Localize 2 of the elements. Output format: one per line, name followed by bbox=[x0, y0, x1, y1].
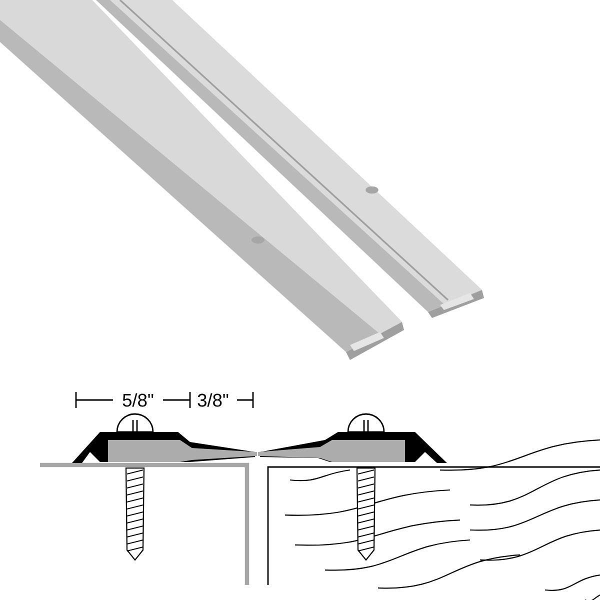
dimension-text: 3/8" bbox=[198, 393, 228, 407]
dimension-text: 5/8" bbox=[122, 393, 154, 407]
